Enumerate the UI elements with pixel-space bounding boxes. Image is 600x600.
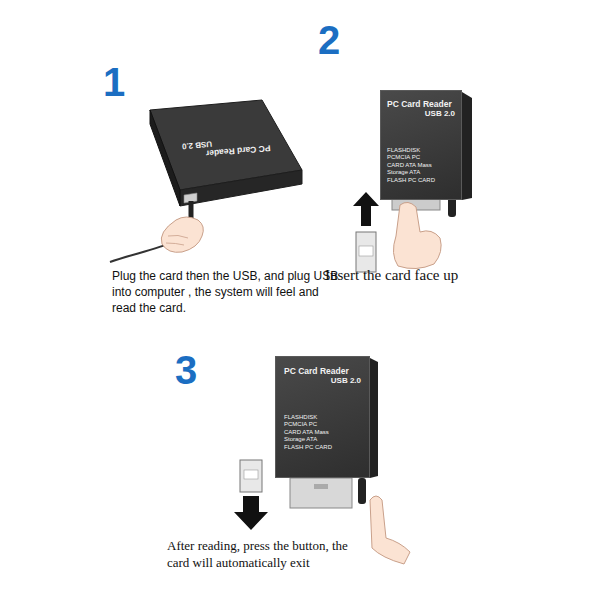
- device-title: PC Card Reader: [284, 366, 361, 376]
- device-formats: FLASHDISK PCMCIA PC CARD ATA Mass Storag…: [387, 147, 435, 185]
- step-number: 3: [175, 350, 197, 390]
- pc-card: [240, 460, 262, 492]
- eject-button: [314, 484, 328, 489]
- step-number: 2: [318, 20, 340, 60]
- card-slot: [290, 478, 352, 508]
- card-label: [359, 246, 373, 256]
- card-label: [244, 470, 258, 479]
- device-subtitle: USB 2.0: [284, 376, 361, 386]
- card-reader-panel: PC Card ReaderUSB 2.0FLASHDISK PCMCIA PC…: [275, 356, 370, 478]
- reader-side-face: [150, 110, 180, 206]
- usb-plug: [358, 478, 366, 504]
- hand: [161, 217, 203, 252]
- reader-front-face: [180, 170, 302, 206]
- device-subtitle: USB 2.0: [387, 109, 455, 119]
- device-formats: FLASHDISK PCMCIA PC CARD ATA Mass Storag…: [284, 414, 332, 452]
- step-caption: Plug the card then the USB, and plug USB…: [112, 268, 344, 317]
- finger-lines: [166, 235, 188, 245]
- up-arrow: [353, 192, 379, 226]
- step-caption: After reading, press the button, the car…: [167, 538, 362, 572]
- finger: [370, 496, 410, 564]
- device-title: PC Card Reader: [387, 99, 455, 109]
- step-number: 1: [103, 62, 125, 102]
- down-arrow: [234, 496, 268, 530]
- hand: [393, 202, 441, 268]
- reader-side-face: [370, 358, 378, 478]
- reader-side-face: [462, 92, 472, 200]
- card-reader-panel: PC Card ReaderUSB 2.0FLASHDISK PCMCIA PC…: [380, 90, 462, 200]
- step-caption: Insert the card face up: [325, 266, 545, 286]
- pc-card: [356, 232, 376, 272]
